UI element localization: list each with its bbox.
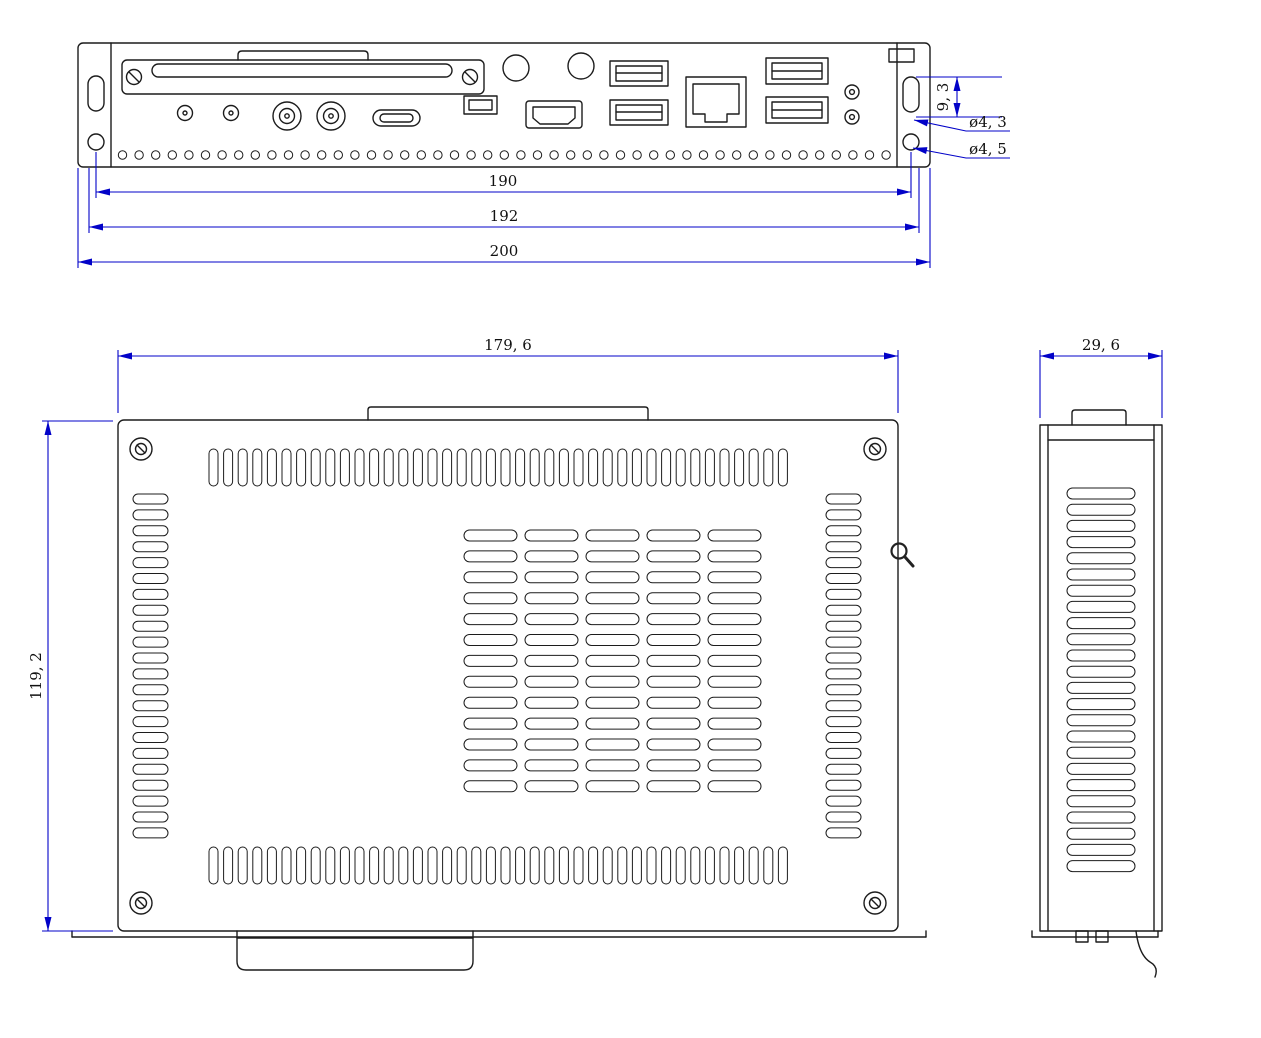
dim-label-dia-4-5: ø4, 5 xyxy=(969,140,1007,158)
ethernet-port xyxy=(685,76,747,128)
bracket-screw-right xyxy=(461,68,479,86)
led-indicator xyxy=(222,104,240,122)
corner-screw xyxy=(863,437,887,461)
dim-label-119-2: 119, 2 xyxy=(27,652,45,700)
side-view: 29, 6 xyxy=(1031,336,1163,978)
top-view-outline xyxy=(117,419,899,932)
usb-port-stack-left xyxy=(609,60,669,126)
hdmi-port xyxy=(525,100,583,129)
round-connector xyxy=(844,109,860,125)
dim-label-dia-4-3: ø4, 3 xyxy=(969,113,1007,131)
dim-label-179-6: 179, 6 xyxy=(484,336,532,354)
bracket-screw-left xyxy=(125,68,143,86)
side-view-dimensions xyxy=(1039,350,1163,418)
rear-panel-view: 190 192 200 9, 3 ø4, 3 ø4, 5 xyxy=(77,42,1010,268)
vent-grid-center xyxy=(463,529,762,793)
vent-slots-right xyxy=(825,493,862,839)
antenna-hole xyxy=(567,52,595,80)
rear-view-dimensions xyxy=(77,76,1010,268)
corner-notch xyxy=(888,48,915,63)
mounting-slot-right xyxy=(902,76,920,151)
bottom-flange xyxy=(71,930,927,938)
audio-jack xyxy=(272,101,302,131)
antenna-hole xyxy=(502,54,530,82)
rear-panel-outline xyxy=(77,42,931,168)
corner-screw xyxy=(863,891,887,915)
expansion-bracket xyxy=(121,50,485,95)
dim-label-9-3: 9, 3 xyxy=(934,83,952,112)
mini-dp-port xyxy=(463,95,498,115)
mounting-slot-left xyxy=(87,75,105,151)
leader-dia-4-3 xyxy=(913,119,1010,132)
vent-slots-left xyxy=(132,493,169,839)
dim-label-192: 192 xyxy=(490,207,519,225)
dim-label-200: 200 xyxy=(490,242,519,260)
usb-c-port xyxy=(372,109,421,127)
corner-screw xyxy=(129,891,153,915)
top-view: 179, 6 119, 2 xyxy=(27,336,927,971)
rear-vent-holes xyxy=(117,150,891,160)
top-view-dimensions xyxy=(42,350,899,932)
vent-slots-top xyxy=(208,448,788,487)
dim-label-190: 190 xyxy=(489,172,518,190)
mount-hook xyxy=(1135,930,1157,978)
leader-dia-4-5 xyxy=(912,147,1010,159)
round-connector xyxy=(844,84,860,100)
magnifier-icon xyxy=(890,542,915,568)
side-top-tab xyxy=(1071,409,1127,426)
audio-jack xyxy=(316,101,346,131)
vent-slots-bottom xyxy=(208,846,788,885)
top-tab xyxy=(367,406,649,421)
led-indicator xyxy=(176,104,194,122)
dim-label-29-6: 29, 6 xyxy=(1082,336,1120,354)
bottom-tab xyxy=(236,930,474,971)
side-vent-slots xyxy=(1066,487,1136,873)
corner-screw xyxy=(129,437,153,461)
usb-port-stack-right xyxy=(765,57,829,124)
side-bottom-detail xyxy=(1031,930,1159,978)
